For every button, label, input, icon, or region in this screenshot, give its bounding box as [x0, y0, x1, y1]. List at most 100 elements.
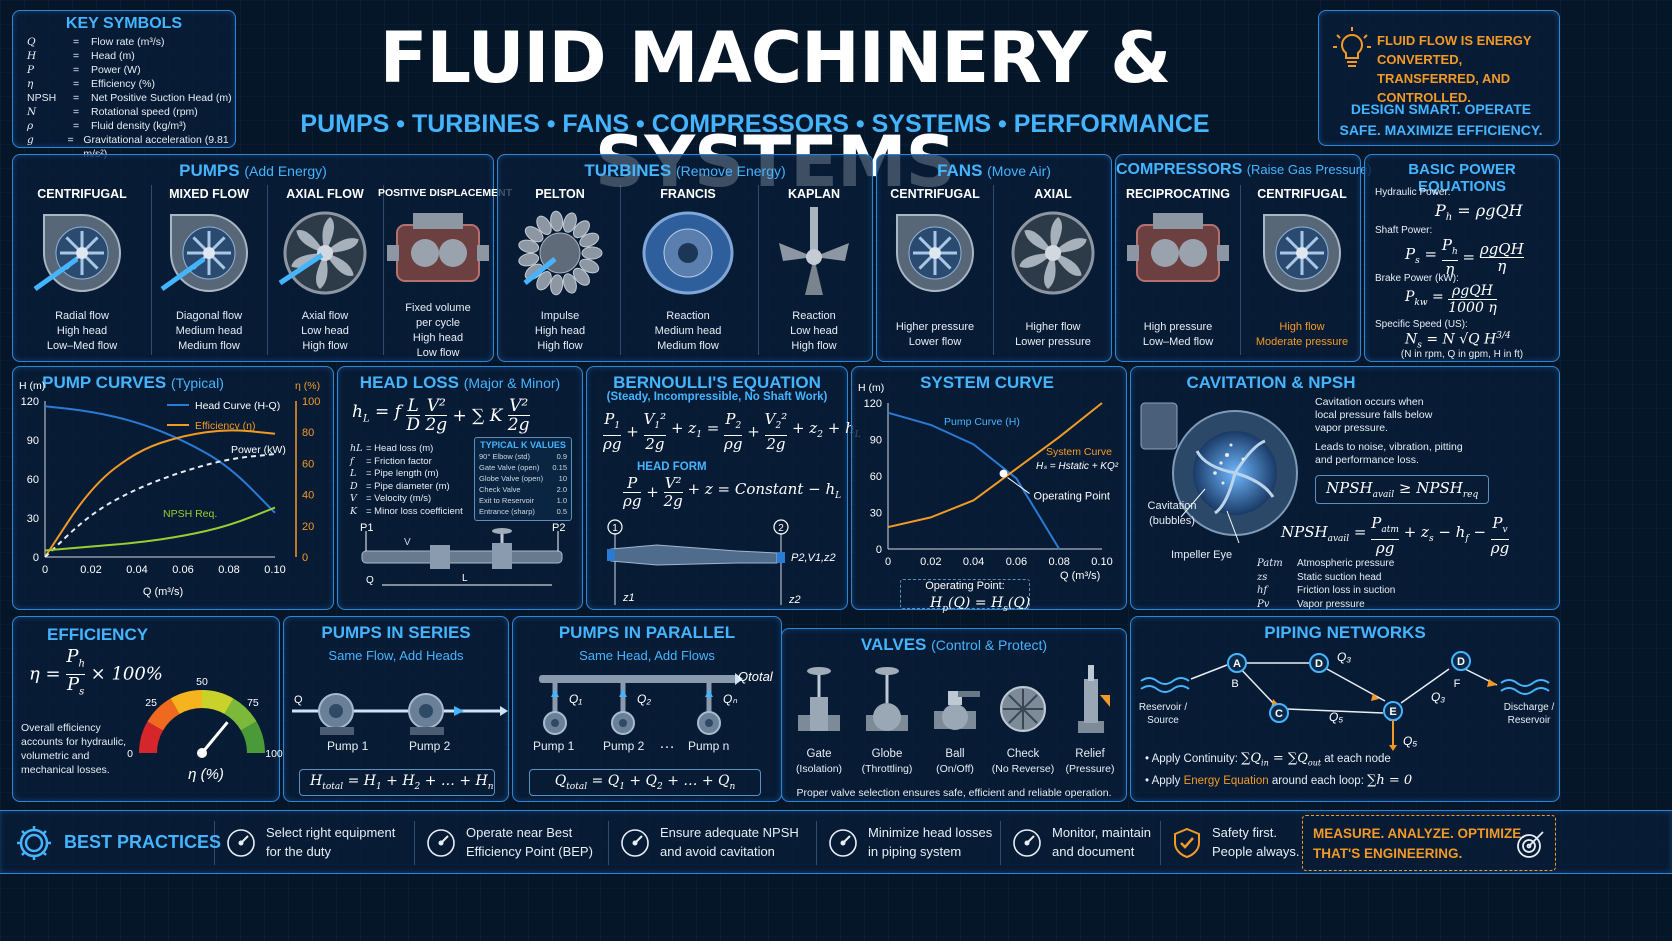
- pipe-node: [1383, 701, 1403, 721]
- cavitation-panel: CAVITATION & NPSH Cavitation (bubbles) I…: [1130, 366, 1560, 610]
- pump-col-line: Fixed volume: [405, 302, 471, 314]
- key-symbol: P: [27, 64, 35, 76]
- series-pump-1-icon: [318, 693, 354, 735]
- pipe-node: [1227, 653, 1247, 673]
- k-value-number: 2.0: [556, 485, 567, 494]
- pump-curve-label: Pump Curve (H): [944, 416, 1020, 428]
- head-loss-var-symbol: K: [350, 505, 358, 517]
- y2-tick-label: 20: [302, 521, 314, 533]
- valve-name: Check: [1006, 748, 1040, 760]
- x-tick-label: 0.04: [963, 556, 984, 568]
- gauge-tick-label: 100: [265, 748, 283, 760]
- series-title: PUMPS IN SERIES: [321, 623, 471, 642]
- compressor-col-line: Low–Med flow: [1142, 336, 1214, 348]
- series-subtitle: Same Flow, Add Heads: [328, 648, 464, 663]
- pump-col-line: Low flow: [416, 347, 460, 359]
- turbine-col-line: Medium flow: [657, 340, 719, 352]
- parallel-flow-eq: Qtotal = Q1 + Q2 + … + Qn: [529, 769, 761, 796]
- turbines-title: TURBINES: [584, 161, 672, 180]
- head-loss-var-row: hL= Head loss (m): [350, 443, 463, 456]
- hydraulic-power-eq: Ph = ρgQH: [1435, 201, 1523, 224]
- y2-tick-label: 100: [302, 396, 320, 408]
- tools-icon: [1013, 829, 1041, 857]
- key-symbol-desc: Efficiency (%): [91, 78, 155, 90]
- system-curve-label: System Curve: [1046, 446, 1112, 458]
- gauge-icon: [427, 829, 455, 857]
- cavitation-description-2: Leads to noise, vibration, pitting and p…: [1315, 441, 1463, 466]
- pump-curves-title: PUMP CURVES: [42, 373, 167, 392]
- power-equations-panel: BASIC POWER EQUATIONS Hydraulic Power: P…: [1364, 154, 1560, 362]
- pipe-node-label: D: [1457, 656, 1465, 668]
- key-symbol-row: ρ=Fluid density (kg/m³): [27, 120, 187, 132]
- l-label: L: [462, 573, 468, 584]
- gauge-needle: [200, 721, 229, 754]
- k-value-name: Exit to Reservoir: [479, 496, 535, 505]
- y2-tick-label: 0: [302, 552, 308, 564]
- turbine-col-line: Reaction: [666, 310, 710, 322]
- key-symbol-row: H=Head (m): [27, 50, 135, 62]
- best-practice-line-1: Monitor, maintain: [1052, 825, 1151, 840]
- pipe-node-label: A: [1233, 658, 1241, 670]
- head-loss-var-desc: = Pipe length (m): [366, 468, 439, 479]
- key-symbol: NPSH: [27, 92, 57, 104]
- head-loss-title: HEAD LOSS: [359, 373, 459, 392]
- power-label: Power (kW): [231, 444, 286, 456]
- turbine-col-line: High head: [534, 325, 586, 337]
- valve-name: Relief: [1075, 748, 1105, 760]
- efficiency-curve-line: [44, 429, 276, 558]
- k-value-number: 1.0: [556, 496, 567, 505]
- pumps-title: PUMPS: [179, 161, 240, 180]
- k-value-row: Gate Valve (open)0.15: [479, 462, 567, 473]
- k-value-row: Entrance (sharp)0.5: [479, 506, 567, 517]
- brake-power-label: Brake Power (kW):: [1375, 273, 1459, 284]
- right-state-label: P2,V1,z2: [791, 552, 836, 564]
- svg-text:Q₅: Q₅: [1403, 734, 1417, 748]
- svg-text:Hₛ = Hstatic + KQ²: Hₛ = Hstatic + KQ²: [1036, 461, 1119, 472]
- tagline-energy: FLUID FLOW IS ENERGY CONVERTED, TRANSFER…: [1377, 33, 1532, 105]
- head-curve-line: [44, 405, 276, 514]
- y-tick-label: 0: [876, 544, 882, 556]
- power-curve-line: [44, 453, 276, 558]
- best-practice-line-2: for the duty: [266, 844, 332, 859]
- turbine-col-name: FRANCIS: [660, 187, 716, 201]
- cavitation-description-1: Cavitation occurs when local pressure fa…: [1315, 396, 1433, 434]
- turbine-col-name: KAPLAN: [787, 187, 841, 201]
- best-practices-title: BEST PRACTICES: [64, 832, 222, 852]
- fan-centrifugal-icon: [896, 214, 974, 292]
- z1-label: z1: [622, 592, 635, 604]
- series-diagram: Q: [292, 693, 508, 735]
- head-loss-var-symbol: V: [350, 493, 357, 504]
- reservoir-source-label: Reservoir / Source: [1138, 702, 1188, 726]
- turbine-col-name: PELTON: [535, 187, 585, 201]
- warn-icon: [621, 829, 649, 857]
- head-loss-var-desc: = Friction factor: [366, 455, 432, 467]
- q-label: Q: [366, 575, 374, 586]
- y2-tick-label: 80: [302, 427, 314, 439]
- head-form-label: HEAD FORM: [637, 461, 707, 473]
- key-symbol-desc: Fluid density (kg/m³): [91, 120, 187, 132]
- x-tick-label: 0.02: [80, 564, 101, 576]
- y-tick-label: 60: [27, 474, 39, 486]
- parallel-title: PUMPS IN PARALLEL: [558, 623, 736, 642]
- globe-valve-icon: [866, 667, 908, 731]
- discharge-reservoir-label: Discharge / Reservoir: [1503, 702, 1555, 726]
- valve-name: Globe: [871, 748, 903, 760]
- fan-col-name: AXIAL: [1034, 187, 1072, 201]
- cta-box: MEASURE. ANALYZE. OPTIMIZE. THAT'S ENGIN…: [1302, 815, 1556, 871]
- continuity-rule: • Apply Continuity: ∑Qin = ∑Qout at each…: [1145, 751, 1391, 768]
- valve-purpose: (No Reverse): [991, 763, 1055, 775]
- point-2-label: 2: [778, 523, 784, 534]
- efficiency-title: EFFICIENCY: [47, 625, 149, 644]
- relief-valve-icon: [1078, 665, 1110, 733]
- valve-purpose: (Isolation): [795, 763, 843, 775]
- npsh-var-symbol: hf: [1257, 585, 1268, 596]
